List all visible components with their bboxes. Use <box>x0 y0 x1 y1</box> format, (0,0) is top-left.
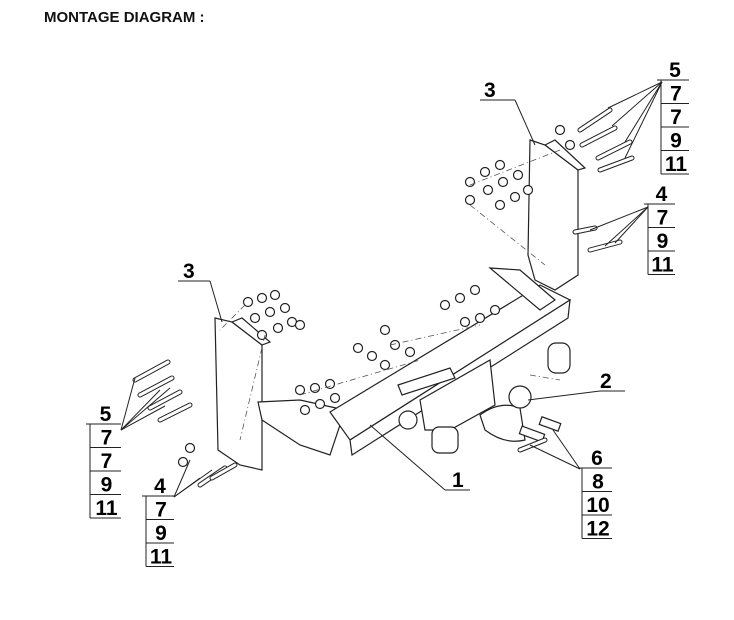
nut-icon <box>522 184 534 196</box>
stack-item: 7 <box>101 450 113 473</box>
nut-icon <box>256 292 268 304</box>
nut-icon <box>464 194 476 206</box>
callout-bracket-right: 3 <box>484 79 496 102</box>
nut-icon <box>294 384 306 396</box>
nut-icon <box>314 398 326 410</box>
stack-item: 10 <box>586 494 609 517</box>
left-bracket <box>214 317 272 471</box>
stack-item: 9 <box>670 130 682 153</box>
stack-item: 8 <box>592 471 604 494</box>
callout-bracket-left: 3 <box>183 260 195 283</box>
stack-item: 11 <box>150 546 173 569</box>
stack-item: 7 <box>101 427 113 450</box>
nut-icon <box>454 292 466 304</box>
nut-icon <box>512 169 524 181</box>
nut-icon <box>309 382 321 394</box>
stack-item: 9 <box>101 474 113 497</box>
nut-icon <box>242 296 254 308</box>
callout-crossbar: 1 <box>452 469 464 492</box>
stack-item: 12 <box>586 518 609 541</box>
stack-item: 11 <box>651 254 674 277</box>
nut-icon <box>272 322 284 334</box>
nut-icon <box>389 339 401 351</box>
stack-item: 11 <box>95 497 118 520</box>
nut-icon <box>366 350 378 362</box>
nut-icon <box>464 176 476 188</box>
stack-head: 6 <box>591 447 603 470</box>
nut-icon <box>299 404 311 416</box>
nut-icon <box>497 176 509 188</box>
nut-icon <box>474 312 486 324</box>
nut-icon <box>439 299 451 311</box>
nut-icon <box>494 199 506 211</box>
nut-icon <box>554 124 566 136</box>
callout-ball: 2 <box>600 370 612 393</box>
nut-icon <box>404 346 416 358</box>
stack-item: 7 <box>670 83 682 106</box>
right-bracket <box>527 139 587 291</box>
stack-item: 11 <box>665 153 688 176</box>
nut-icon <box>479 166 491 178</box>
nut-icon <box>352 342 364 354</box>
crossbar <box>257 267 572 457</box>
nut-icon <box>482 184 494 196</box>
stack-item: 7 <box>155 499 167 522</box>
stack-item: 9 <box>657 230 669 253</box>
nut-icon <box>249 312 261 324</box>
leader-lines <box>120 81 663 498</box>
nut-icon <box>379 324 391 336</box>
nut-icon <box>509 191 521 203</box>
diagram-title: MONTAGE DIAGRAM : <box>44 9 205 26</box>
nut-icon <box>256 329 268 341</box>
nut-icon <box>177 456 189 468</box>
nut-icon <box>324 378 336 390</box>
stack-head: 4 <box>154 475 166 498</box>
stack-head: 4 <box>656 183 668 206</box>
nut-icon <box>329 392 341 404</box>
tow-ball <box>431 342 571 454</box>
fasteners <box>132 107 635 488</box>
stack-item: 7 <box>657 207 669 230</box>
nut-icon <box>564 139 576 151</box>
stack-item: 9 <box>155 522 167 545</box>
nut-icon <box>494 159 506 171</box>
nut-icon <box>269 289 281 301</box>
nut-icon <box>264 306 276 318</box>
stack-head: 5 <box>100 403 112 426</box>
nut-icon <box>279 302 291 314</box>
nut-icon <box>459 316 471 328</box>
nut-icon <box>184 442 196 454</box>
stack-head: 5 <box>669 59 681 82</box>
nut-icon <box>379 359 391 371</box>
nut-icon <box>294 319 306 331</box>
nut-icon <box>469 284 481 296</box>
nut-icon <box>489 304 501 316</box>
stack-item: 7 <box>670 106 682 129</box>
